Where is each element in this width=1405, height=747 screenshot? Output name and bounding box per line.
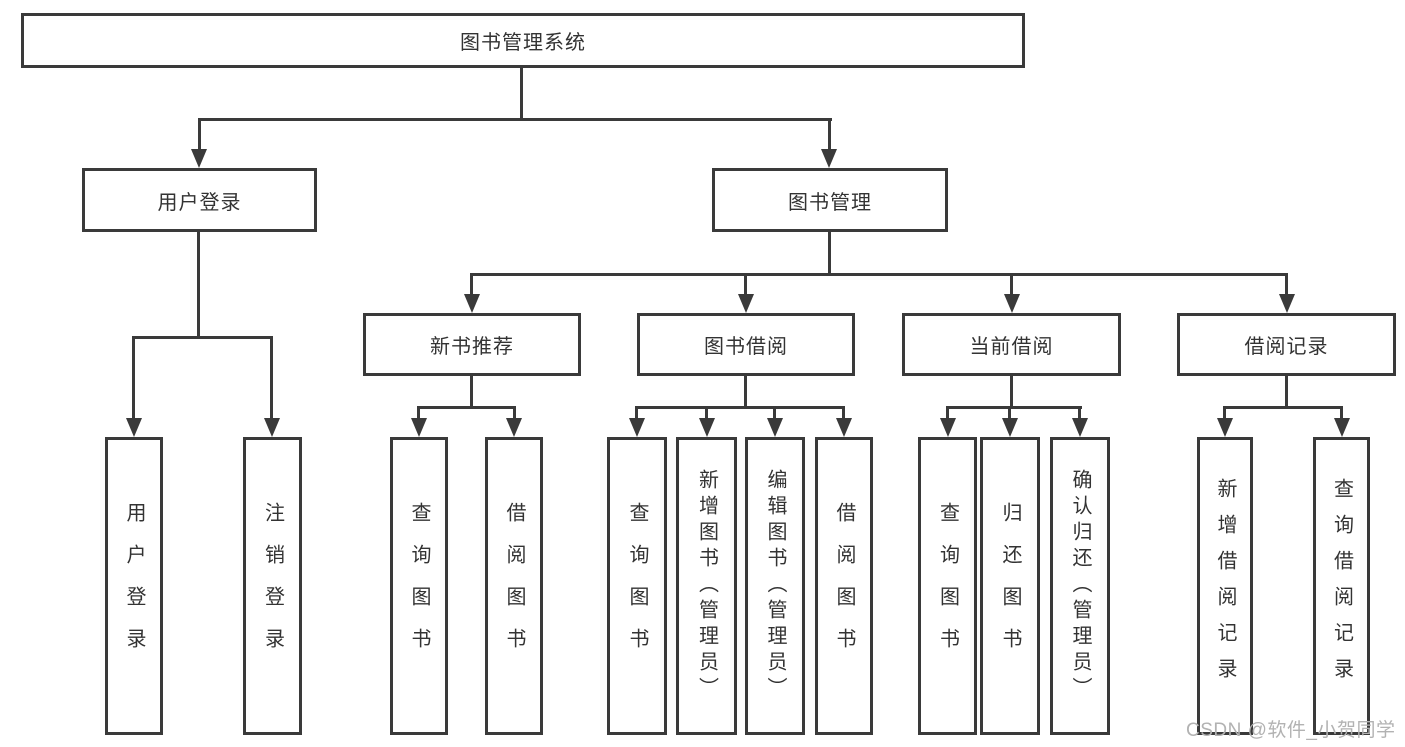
leaf-add-books-admin-label: 新增图书（管理员） [695, 469, 718, 703]
connector-line [513, 406, 516, 421]
csdn-watermark: CSDN @软件_小贺同学 [1186, 720, 1396, 741]
arrowhead [191, 149, 207, 168]
arrowhead [1217, 418, 1233, 437]
node-library-system: 图书管理系统 [21, 13, 1025, 68]
connector-line [1285, 273, 1288, 297]
connector-line [842, 406, 845, 421]
leaf-add-borrow-record-label: 新增借阅记录 [1214, 478, 1236, 694]
arrowhead [767, 418, 783, 437]
leaf-borrow-books-label: 借阅图书 [833, 502, 855, 670]
leaf-confirm-return-admin-label: 确认归还（管理员） [1069, 469, 1091, 703]
connector-line [470, 273, 473, 297]
connector-line [1223, 406, 1226, 421]
connector-line [705, 406, 708, 421]
connector-line [1223, 406, 1343, 409]
node-user-login: 用户登录 [82, 168, 317, 232]
node-borrow-records: 借阅记录 [1177, 313, 1396, 376]
arrowhead [411, 418, 427, 437]
node-current-borrowing: 当前借阅 [902, 313, 1121, 376]
connector-line [828, 232, 831, 276]
connector-line [773, 406, 776, 421]
connector-line [1285, 376, 1288, 409]
arrowhead [629, 418, 645, 437]
leaf-logout: 注销登录 [243, 437, 302, 735]
connector-line [946, 406, 949, 421]
leaf-return-books-label: 归还图书 [999, 502, 1021, 670]
arrowhead [1279, 294, 1295, 313]
node-user-login-label: 用户登录 [157, 191, 242, 214]
leaf-add-books-admin: 新增图书（管理员） [676, 437, 737, 735]
connector-line [1078, 406, 1081, 421]
node-new-book-recommend-label: 新书推荐 [430, 336, 514, 358]
leaf-return-books: 归还图书 [980, 437, 1040, 735]
leaf-user-login: 用户登录 [105, 437, 163, 735]
arrowhead [699, 418, 715, 437]
connector-line [520, 68, 523, 121]
arrowhead [1072, 418, 1088, 437]
connector-line [828, 118, 831, 152]
leaf-query-books-borrowing-label: 查询图书 [626, 502, 648, 670]
node-book-borrowing: 图书借阅 [637, 313, 855, 376]
leaf-query-books-recommend-label: 查询图书 [408, 502, 430, 670]
node-book-borrowing-label: 图书借阅 [704, 336, 788, 358]
connector-line [470, 273, 1288, 276]
arrowhead [940, 418, 956, 437]
connector-line [1340, 406, 1343, 421]
arrowhead [1004, 294, 1020, 313]
leaf-confirm-return-admin: 确认归还（管理员） [1050, 437, 1110, 735]
leaf-query-books-current-label: 查询图书 [936, 502, 959, 670]
connector-line [635, 406, 845, 409]
leaf-query-books-current: 查询图书 [918, 437, 977, 735]
arrowhead [821, 149, 837, 168]
node-library-system-label: 图书管理系统 [460, 32, 586, 54]
arrowhead [1002, 418, 1018, 437]
connector-line [744, 376, 747, 409]
connector-line [198, 118, 201, 152]
node-borrow-records-label: 借阅记录 [1244, 336, 1329, 358]
connector-line [198, 118, 832, 121]
leaf-query-borrow-record: 查询借阅记录 [1313, 437, 1370, 735]
connector-line [1010, 273, 1013, 297]
connector-line [946, 406, 1082, 409]
leaf-borrow-books: 借阅图书 [815, 437, 873, 735]
leaf-borrow-books-recommend-label: 借阅图书 [503, 502, 525, 670]
leaf-query-borrow-record-label: 查询借阅记录 [1330, 478, 1353, 694]
leaf-edit-books-admin: 编辑图书（管理员） [745, 437, 805, 735]
connector-line [270, 336, 273, 421]
arrowhead [264, 418, 280, 437]
arrowhead [738, 294, 754, 313]
connector-line [1008, 406, 1011, 421]
arrowhead [464, 294, 480, 313]
connector-line [417, 406, 516, 409]
arrowhead [506, 418, 522, 437]
node-current-borrowing-label: 当前借阅 [969, 336, 1054, 358]
node-book-management: 图书管理 [712, 168, 948, 232]
connector-line [132, 336, 135, 421]
connector-line [635, 406, 638, 421]
leaf-query-books-recommend: 查询图书 [390, 437, 448, 735]
node-book-management-label: 图书管理 [788, 191, 872, 214]
leaf-logout-label: 注销登录 [261, 502, 284, 670]
connector-line [470, 376, 473, 409]
connector-line [132, 336, 273, 339]
connector-line [417, 406, 420, 421]
arrowhead [1334, 418, 1350, 437]
arrowhead [126, 418, 142, 437]
connector-line [197, 232, 200, 339]
arrowhead [836, 418, 852, 437]
leaf-query-books-borrowing: 查询图书 [607, 437, 667, 735]
leaf-borrow-books-recommend: 借阅图书 [485, 437, 543, 735]
connector-line [1010, 376, 1013, 409]
node-new-book-recommend: 新书推荐 [363, 313, 581, 376]
leaf-add-borrow-record: 新增借阅记录 [1197, 437, 1253, 735]
leaf-user-login-label: 用户登录 [123, 502, 145, 670]
connector-line [744, 273, 747, 297]
leaf-edit-books-admin-label: 编辑图书（管理员） [764, 469, 786, 703]
